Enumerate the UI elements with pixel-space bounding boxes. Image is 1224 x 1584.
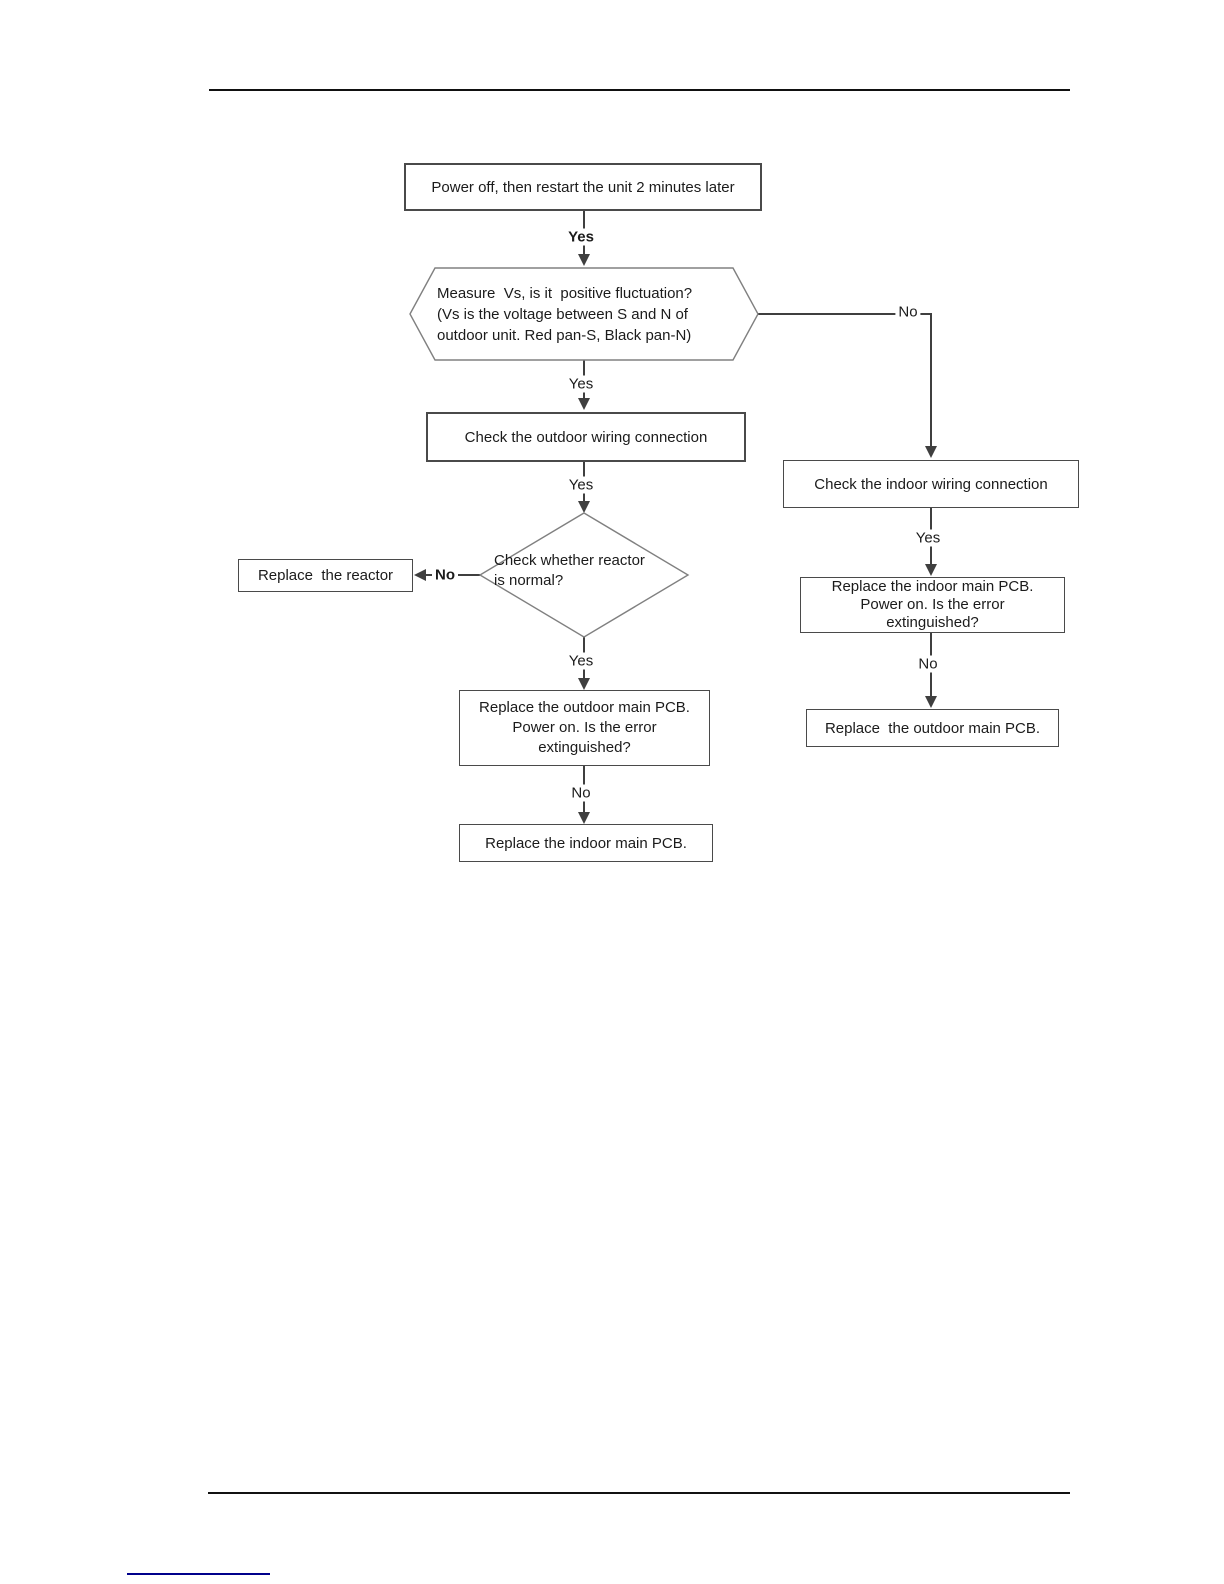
node-power-off-label: Power off, then restart the unit 2 minut… (431, 178, 735, 196)
node-replace-outdoor-pcb-question: Replace the outdoor main PCB. Power on. … (459, 690, 710, 766)
edge-label-yes-indoor-wiring: Yes (912, 529, 944, 547)
node-check-indoor-wiring-label: Check the indoor wiring connection (814, 475, 1048, 493)
edge-label-no-reactor: No (432, 566, 458, 584)
node-replace-indoor-pcb-final: Replace the indoor main PCB. (459, 824, 713, 862)
node-replace-reactor-label: Replace the reactor (257, 567, 394, 584)
node-replace-outdoor-pcb-question-line2: Power on. Is the error (512, 719, 657, 736)
edge-label-yes-reactor: Yes (565, 652, 597, 670)
node-check-reactor-line2: is normal? (494, 572, 564, 589)
node-replace-outdoor-pcb-question-line1: Replace the outdoor main PCB. (479, 699, 690, 716)
edge-label-yes-measure: Yes (565, 375, 597, 393)
node-replace-outdoor-pcb-final-label: Replace the outdoor main PCB. (824, 719, 1041, 737)
node-replace-reactor: Replace the reactor (238, 559, 413, 592)
edge-label-no-outdoor-pcb: No (568, 784, 594, 802)
node-replace-indoor-pcb-final-label: Replace the indoor main PCB. (485, 834, 687, 852)
node-measure-vs-line3: outdoor unit. Red pan-S, Black pan-N) (437, 327, 692, 344)
edge-measure-no-to-indoor-wiring (758, 313, 932, 448)
node-check-reactor-text: Check whether reactor is normal? (494, 551, 645, 591)
node-replace-indoor-pcb-question: Replace the indoor main PCB. Power on. I… (800, 577, 1065, 633)
edge-label-no-indoor-pcb: No (915, 655, 941, 673)
node-replace-outdoor-pcb-final: Replace the outdoor main PCB. (806, 709, 1059, 747)
node-replace-indoor-pcb-question-line3: extinguished? (886, 614, 979, 631)
bottom-rule (208, 1492, 1070, 1494)
edge-label-yes-outdoor-wiring: Yes (565, 476, 597, 494)
node-check-reactor-line1: Check whether reactor (494, 552, 645, 569)
node-check-outdoor-wiring-label: Check the outdoor wiring connection (464, 428, 708, 446)
footer-link-underline (127, 1573, 270, 1575)
node-measure-vs-text: Measure Vs, is it positive fluctuation? … (437, 283, 692, 346)
node-measure-vs-line2: (Vs is the voltage between S and N of (437, 306, 688, 323)
edge-label-no-measure: No (895, 303, 921, 321)
node-power-off: Power off, then restart the unit 2 minut… (404, 163, 762, 211)
edge-label-yes-power: Yes (565, 228, 597, 246)
node-replace-indoor-pcb-question-line1: Replace the indoor main PCB. (831, 578, 1034, 595)
top-rule (209, 89, 1070, 91)
node-check-outdoor-wiring: Check the outdoor wiring connection (426, 412, 746, 462)
node-measure-vs-line1: Measure Vs, is it positive fluctuation? (437, 285, 693, 302)
node-check-indoor-wiring: Check the indoor wiring connection (783, 460, 1079, 508)
node-replace-outdoor-pcb-question-line3: extinguished? (538, 739, 631, 756)
node-replace-indoor-pcb-question-line2: Power on. Is the error (860, 596, 1005, 613)
